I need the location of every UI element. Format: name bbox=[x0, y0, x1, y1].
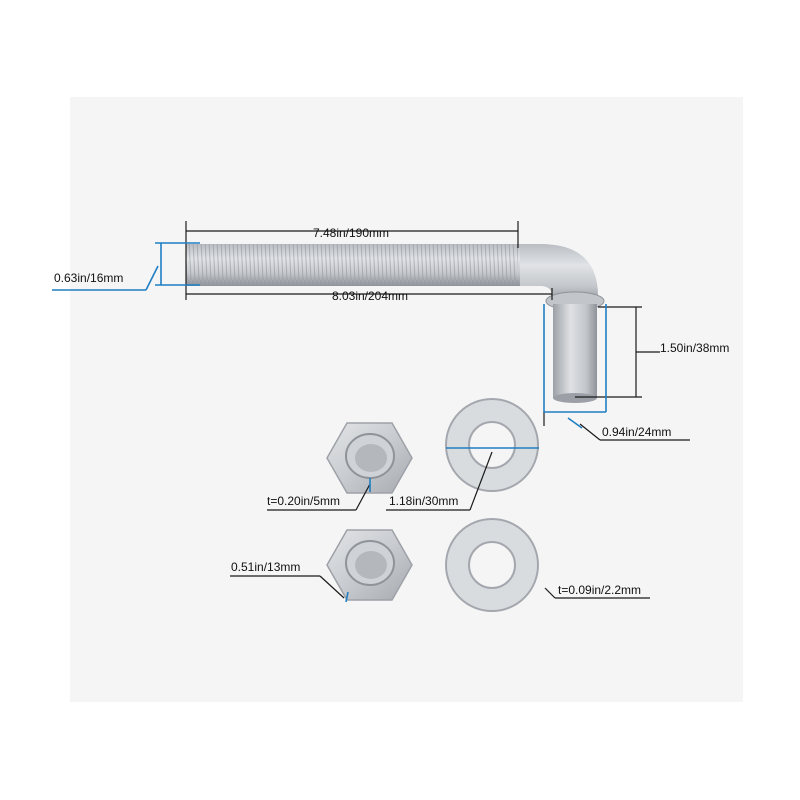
nut-thickness-label: t=0.20in/5mm bbox=[267, 494, 340, 508]
dimension-lines bbox=[185, 221, 690, 599]
pin-end bbox=[553, 393, 597, 403]
total-length-label: 8.03in/204mm bbox=[332, 289, 408, 303]
thread-length-label: 7.48in/190mm bbox=[313, 226, 389, 240]
pin-diameter-label: 0.94in/24mm bbox=[602, 425, 671, 439]
rod-bend bbox=[520, 244, 598, 304]
hook-bolt bbox=[186, 244, 605, 403]
accent-dimension-lines bbox=[52, 242, 607, 603]
hex-nut-top bbox=[326, 422, 413, 494]
rod-threads bbox=[186, 244, 518, 286]
rod-diameter-label: 0.63in/16mm bbox=[54, 271, 123, 285]
pin bbox=[553, 304, 597, 398]
washer-diameter-label: 1.18in/30mm bbox=[389, 494, 458, 508]
diagram-background bbox=[70, 97, 743, 702]
pin-length-label: 1.50in/38mm bbox=[660, 341, 729, 355]
hex-nut-bottom bbox=[326, 529, 413, 601]
nut-width-label: 0.51in/13mm bbox=[231, 560, 300, 574]
washer-thickness-label: t=0.09in/2.2mm bbox=[558, 583, 641, 597]
dimension-labels: 0.63in/16mm 7.48in/190mm 8.03in/204mm 1.… bbox=[54, 226, 729, 597]
washer-top bbox=[445, 398, 539, 492]
washer-bottom bbox=[445, 518, 539, 612]
